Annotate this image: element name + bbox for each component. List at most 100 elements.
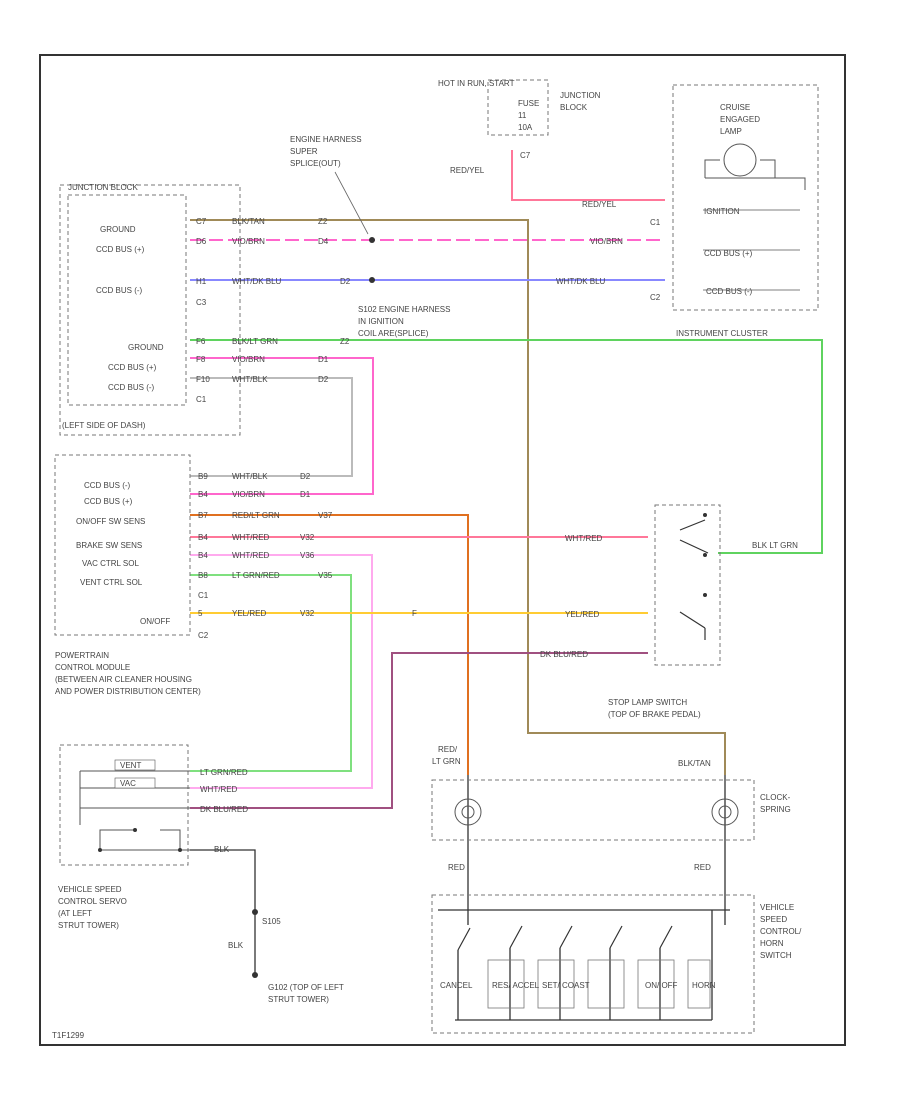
wire-code: V32	[300, 609, 315, 618]
wire-code: V35	[318, 571, 333, 580]
stop-wire-label: WHT/RED	[565, 534, 603, 543]
stop-lamp-switch: WHT/RED YEL/RED DK BLU/RED BLK LT GRN ST…	[540, 504, 798, 719]
clockspring-coil-icon	[454, 798, 482, 826]
wire-labels-top: BLK/TAN Z2 VIO/BRN D4 WHT/DK BLU D2 BLK/…	[232, 135, 450, 384]
stop-wire-label: DK BLU/RED	[540, 650, 588, 659]
servo-wire-label: LT GRN/RED	[200, 768, 248, 777]
wire-code: D2	[300, 472, 311, 481]
diagram-frame	[39, 54, 846, 1046]
pcm-pin-id: B4	[198, 551, 208, 560]
wire-code: D1	[300, 490, 311, 499]
jb-connector: C1	[196, 395, 207, 404]
pcm-pin-id: B4	[198, 490, 208, 499]
stop-wire-label: YEL/RED	[565, 610, 599, 619]
splice-s102-dot	[369, 277, 375, 283]
splice-s105-label: S105	[262, 917, 281, 926]
cluster-lamp-label-3: LAMP	[720, 127, 742, 136]
jb-pin-id: F6	[196, 337, 206, 346]
pcm-title-4: AND POWER DISTRIBUTION CENTER)	[55, 687, 201, 696]
servo-title-1: VEHICLE SPEED	[58, 885, 122, 894]
pcm-pin-id: B8	[198, 571, 208, 580]
clockspring-title-2: SPRING	[760, 805, 791, 814]
clockspring: CLOCK- SPRING BLK/TAN RED/ LT GRN RED RE…	[431, 745, 791, 872]
splice-dot	[369, 237, 375, 243]
fuse-amp: 10A	[518, 123, 533, 132]
vsc-switch-title-1: VEHICLE	[760, 903, 794, 912]
switch-label-res-accel: RES/ ACCEL	[492, 981, 540, 990]
servo-wire-label: WHT/RED	[200, 785, 238, 794]
jb-pin-label: CCD BUS (+)	[96, 245, 145, 254]
pcm-pin-label: CCD BUS (+)	[84, 497, 133, 506]
wire-blk-tan	[190, 219, 726, 775]
servo-title-3: (AT LEFT	[58, 909, 92, 918]
wire-label: BLK/TAN	[232, 217, 265, 226]
pcm-pin-label: VENT CTRL SOL	[80, 578, 143, 587]
wire-vio-brn-pcm	[190, 357, 374, 495]
stop-wire-label: BLK LT GRN	[752, 541, 798, 550]
wire-code: Z2	[340, 337, 350, 346]
jb-pin-label: CCD BUS (-)	[96, 286, 143, 295]
pcm-pin-label: CCD BUS (-)	[84, 481, 131, 490]
clockspring-coil-icon	[711, 798, 739, 826]
jb-pin-label: GROUND	[128, 343, 164, 352]
wire-wht-blk	[190, 377, 353, 477]
vsc-switch-title-4: HORN	[760, 939, 784, 948]
vsc-switch-title-2: SPEED	[760, 915, 787, 924]
wire-label: WHT/RED	[232, 551, 270, 560]
junction-block-title: JUNCTION BLOCK	[68, 183, 138, 192]
jb-pin-label: CCD BUS (+)	[108, 363, 157, 372]
hot-box-label-2: JUNCTION	[560, 91, 601, 100]
splice-s102-note-2: IN IGNITION	[358, 317, 404, 326]
cluster-pin-label: CCD BUS (+)	[704, 249, 753, 258]
jb-pin-label: GROUND	[100, 225, 136, 234]
switch-label-cancel: CANCEL	[440, 981, 473, 990]
junction-block-note: (LEFT SIDE OF DASH)	[62, 421, 146, 430]
engine-harness-note-1: ENGINE HARNESS	[290, 135, 362, 144]
powertrain-control-module: CCD BUS (-) B9 CCD BUS (+) B4 ON/OFF SW …	[54, 454, 209, 696]
wire-red-ltgrn	[190, 514, 469, 775]
hot-box-label-1: HOT IN RUN, START	[438, 79, 515, 88]
cluster-wire-label: RED/YEL	[582, 200, 617, 209]
pcm-pin-label: VAC CTRL SOL	[82, 559, 139, 568]
wire-label: WHT/DK BLU	[232, 277, 282, 286]
servo-title-2: CONTROL SERVO	[58, 897, 127, 906]
vsc-switch-title-5: SWITCH	[760, 951, 792, 960]
fuse-wire-label: RED/YEL	[450, 166, 485, 175]
pcm-pin-label: ON/OFF SW SENS	[76, 517, 145, 526]
wire-label: WHT/BLK	[232, 472, 268, 481]
cluster-title: INSTRUMENT CLUSTER	[676, 329, 768, 338]
splice-s105-dot	[252, 909, 258, 915]
wire-ltgrn-red-vent	[190, 574, 352, 772]
wire-code: Z2	[318, 217, 328, 226]
ground-g102-dot	[252, 972, 258, 978]
wire-code: V32	[300, 533, 315, 542]
servo-vac-label: VAC	[120, 779, 136, 788]
switch-label-horn: HORN	[692, 981, 716, 990]
fuse-label: FUSE	[518, 99, 539, 108]
clock-red-label: RED	[448, 863, 465, 872]
pcm-title-1: POWERTRAIN	[55, 651, 109, 660]
jb-pin-id: H1	[196, 277, 207, 286]
diagram-id: T1F1299	[52, 1031, 85, 1040]
engine-harness-note-3: SPLICE(OUT)	[290, 159, 341, 168]
pcm-connector: C2	[198, 631, 209, 640]
wire-label: VIO/BRN	[232, 355, 265, 364]
wire-code: D1	[318, 355, 329, 364]
cluster-wire-label: WHT/DK BLU	[556, 277, 606, 286]
pcm-connector: C1	[198, 591, 209, 600]
jb-pin-label: CCD BUS (-)	[108, 383, 155, 392]
wire-label: LT GRN/RED	[232, 571, 280, 580]
wire-code: V37	[318, 511, 333, 520]
wire-labels-pcm: WHT/BLK D2 VIO/BRN D1 RED/LT GRN V37 WHT…	[232, 472, 417, 618]
stop-switch-title-1: STOP LAMP SWITCH	[608, 698, 687, 707]
wire-label: VIO/BRN	[232, 237, 265, 246]
cluster-pin-label: IGNITION	[704, 207, 740, 216]
splice-s102-note-1: S102 ENGINE HARNESS	[358, 305, 450, 314]
vsc-horn-switch: CANCEL RES/ ACCEL SET/ COAST ON/ OFF HOR…	[431, 894, 802, 1034]
cruise-lamp-icon	[723, 143, 757, 177]
cluster-pin-id: C1	[650, 218, 661, 227]
jb-connector: C3	[196, 298, 207, 307]
ground-g102-label-2: STRUT TOWER)	[268, 995, 329, 1004]
hot-box-label-3: BLOCK	[560, 103, 588, 112]
